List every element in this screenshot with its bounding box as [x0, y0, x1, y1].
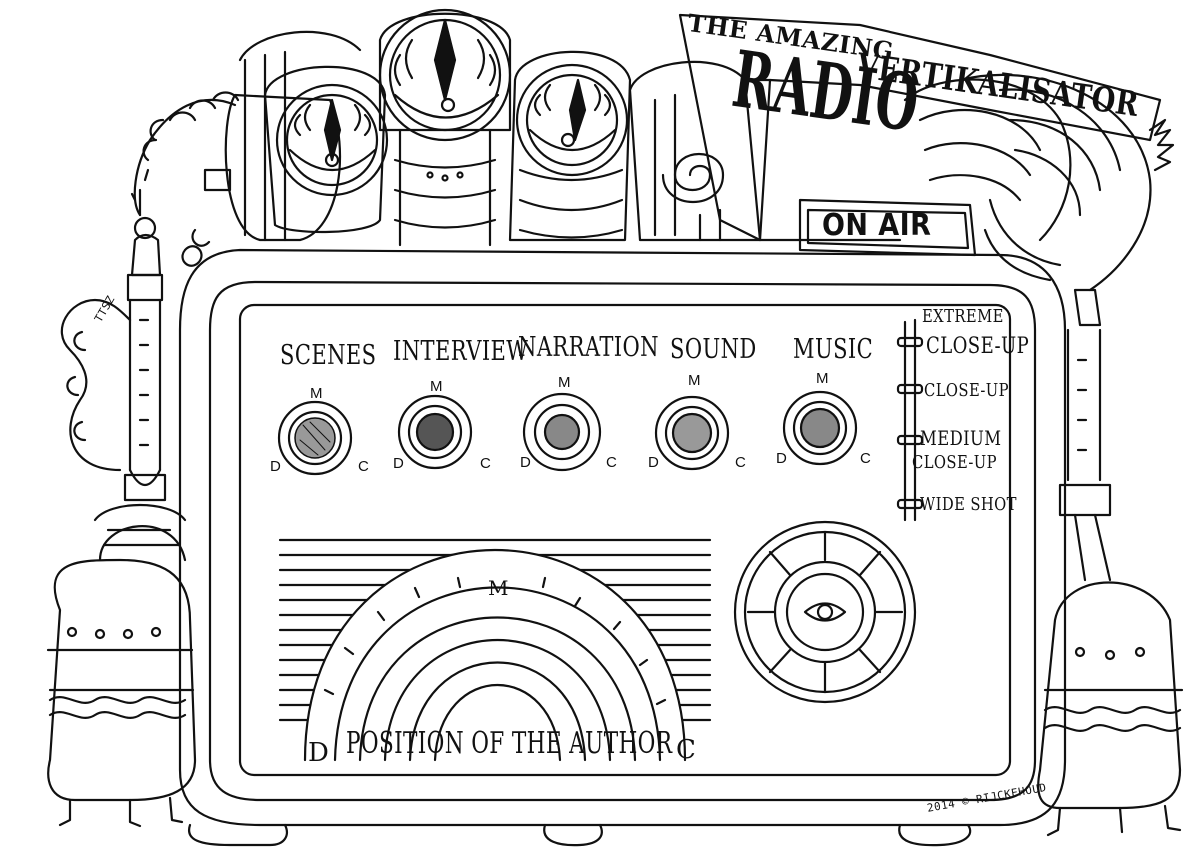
shot-wide: WIDE SHOT [920, 494, 1017, 515]
knob-label-music: MUSIC [793, 334, 874, 365]
knob-scenes-d: D [270, 458, 282, 475]
shot-medium-line2: CLOSE-UP [912, 452, 997, 473]
dial-m: M [488, 576, 509, 600]
left-antenna [93, 168, 187, 562]
left-creature [46, 558, 197, 828]
right-antenna [1058, 288, 1112, 582]
knob-scenes-m: M [310, 385, 323, 402]
tuning-dial[interactable] [278, 538, 712, 762]
knob-interview-c: C [480, 455, 492, 472]
dial-caption: POSITION OF THE AUTHOR [346, 726, 673, 761]
on-air-label: ON AIR [822, 208, 932, 243]
radio-body [178, 248, 1067, 827]
knob-sound-c: C [735, 454, 747, 471]
radio-feet [187, 823, 972, 847]
knob-narration-d: D [520, 454, 532, 471]
knob-music-m: M [816, 370, 829, 387]
right-creature [1037, 581, 1184, 837]
knob-interview-m: M [430, 378, 443, 395]
shot-extreme-line1: EXTREME [922, 306, 1004, 327]
top-pipes [133, 30, 362, 267]
shot-extreme-line2: CLOSE-UP [926, 334, 1030, 359]
knob-scenes[interactable] [277, 400, 353, 476]
knob-label-sound: SOUND [670, 334, 757, 365]
knob-label-scenes: SCENES [280, 340, 377, 371]
shot-medium-line1: MEDIUM [920, 426, 1002, 450]
dial-c: C [676, 735, 697, 765]
gauge-right [508, 50, 632, 242]
horn-right [903, 73, 1175, 292]
knob-narration-c: C [606, 454, 618, 471]
dial-d: D [308, 738, 330, 768]
knob-narration[interactable] [522, 392, 602, 472]
gauge-center [378, 8, 512, 247]
front-panel [238, 303, 1012, 777]
gauge-left [263, 65, 389, 234]
knob-music-c: C [860, 450, 872, 467]
knob-sound[interactable] [654, 395, 730, 471]
knob-label-interview: INTERVIEW [393, 336, 529, 367]
title-banner [678, 13, 1162, 242]
knob-music-d: D [776, 450, 788, 467]
left-cable [60, 298, 132, 472]
shot-scale-slider[interactable] [896, 318, 924, 522]
knob-sound-m: M [688, 372, 701, 389]
knob-scenes-c: C [358, 458, 370, 475]
knob-narration-m: M [558, 374, 571, 391]
knob-sound-d: D [648, 454, 660, 471]
knob-interview-d: D [393, 455, 405, 472]
knob-label-narration: NARRATION [518, 332, 659, 363]
knob-music[interactable] [782, 390, 858, 466]
shot-close-up: CLOSE-UP [924, 380, 1009, 401]
knob-interview[interactable] [397, 394, 473, 470]
speaker-eye [733, 520, 917, 704]
